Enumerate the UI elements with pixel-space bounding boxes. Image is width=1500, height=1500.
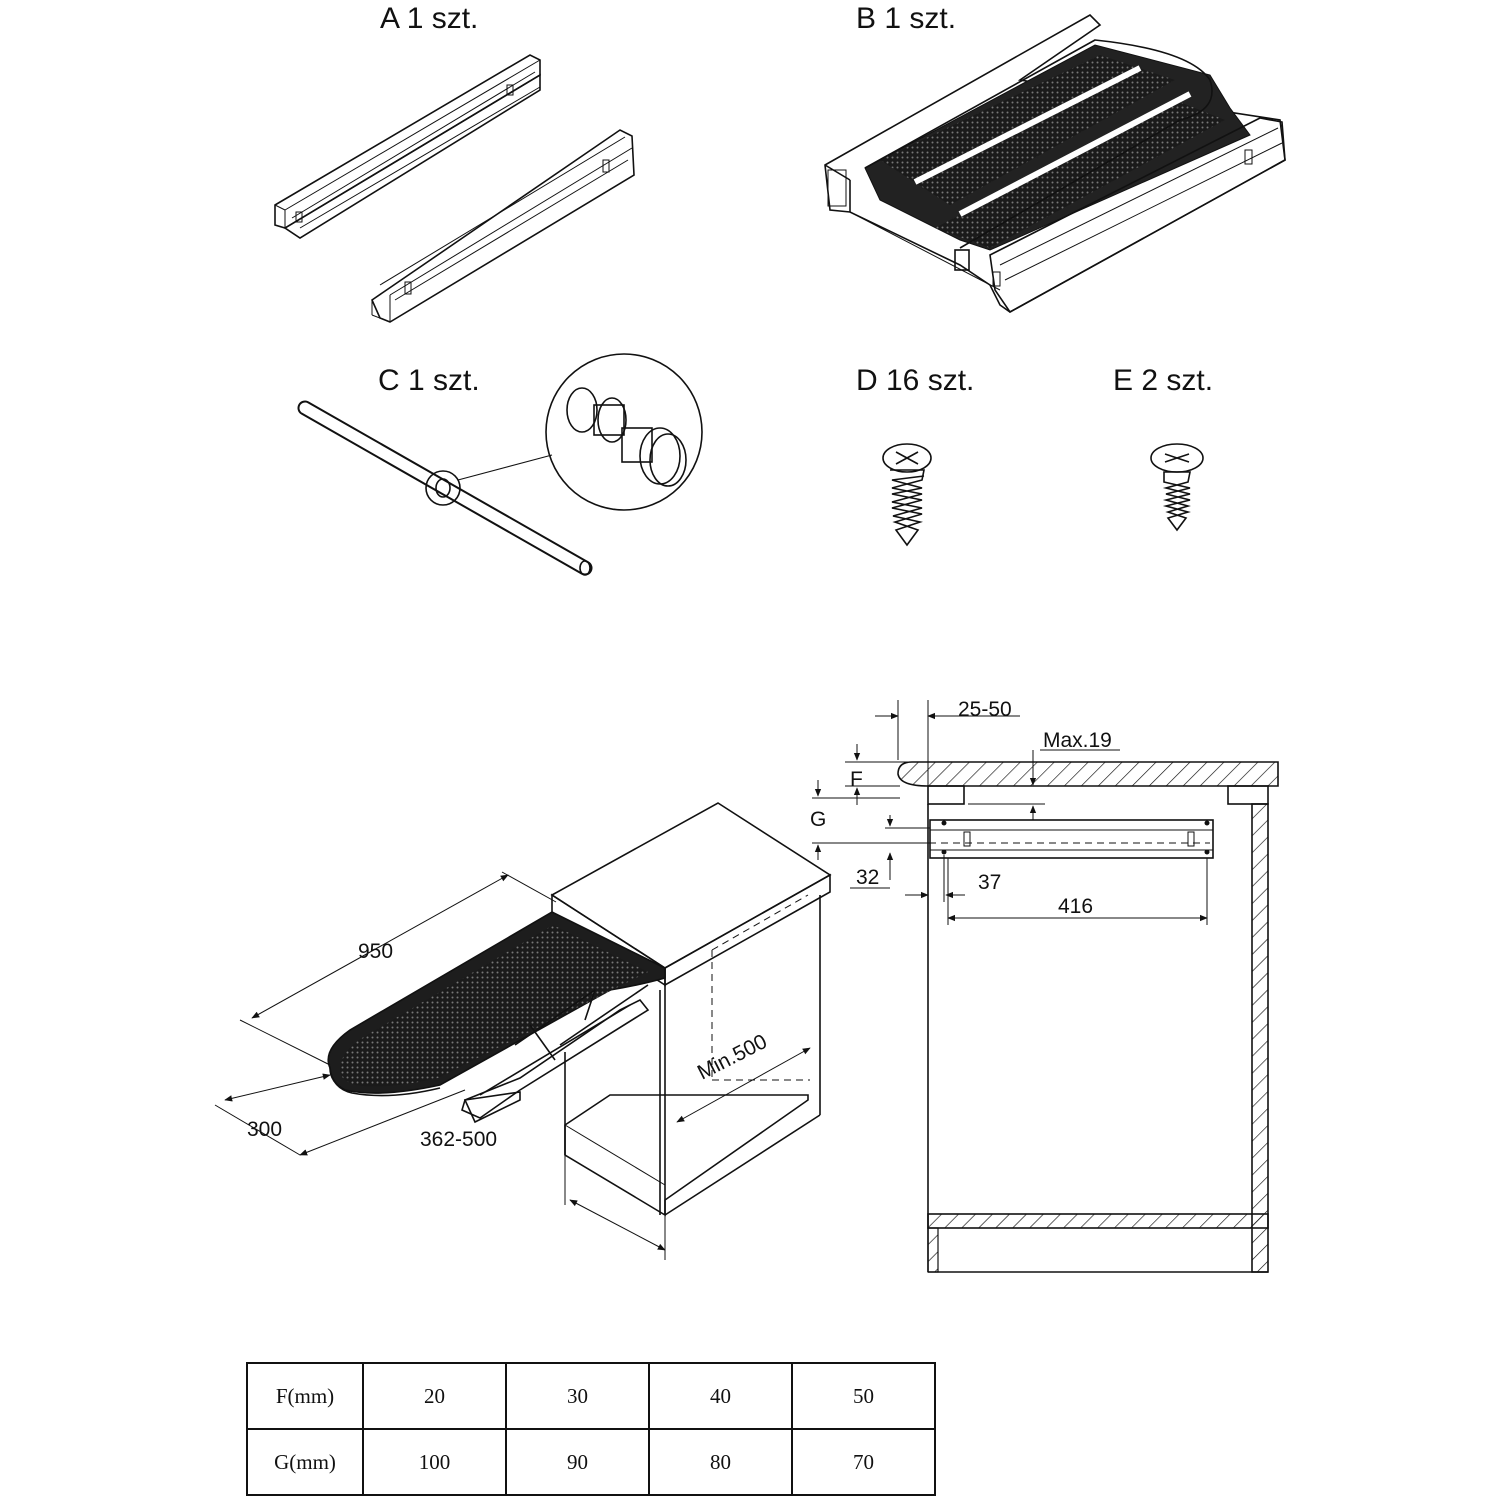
dim-front-offset-label: 25-50: [958, 698, 1012, 721]
rail-lower: [370, 129, 635, 323]
part-d-screw: [882, 443, 932, 547]
row-header-f: F(mm): [246, 1362, 364, 1430]
table-cell: 90: [505, 1428, 650, 1496]
row-header-g: G(mm): [246, 1428, 364, 1496]
dim-length-label: 950: [358, 940, 393, 963]
table-row: F(mm) 20 30 40 50: [246, 1362, 936, 1430]
dim-max-thickness-label: Max.19: [1043, 729, 1112, 752]
table-cell: 70: [791, 1428, 936, 1496]
right-wall-section: [1251, 803, 1269, 1273]
cabinet-perspective: [214, 802, 832, 1260]
part-b-label: B 1 szt.: [856, 2, 956, 35]
rail-upper: [274, 54, 541, 239]
dim-rail-length-label: 416: [1058, 895, 1093, 918]
dim-width-label: 300: [247, 1118, 282, 1141]
dim-f-label: F: [850, 768, 863, 791]
part-c-rod: [297, 353, 703, 576]
part-c-label: C 1 szt.: [378, 364, 480, 397]
mounted-rail: [929, 819, 1214, 859]
table-cell: 40: [648, 1362, 793, 1430]
countertop-section: [897, 761, 1279, 787]
part-d-label: D 16 szt.: [856, 364, 974, 397]
part-a-label: A 1 szt.: [380, 2, 478, 35]
dim-rail-offset-label: 37: [978, 871, 1001, 894]
dim-rail-height-label: 32: [856, 866, 879, 889]
table-row: G(mm) 100 90 80 70: [246, 1428, 936, 1496]
table-cell: 50: [791, 1362, 936, 1430]
table-cell: 20: [362, 1362, 507, 1430]
part-a-rails: [274, 54, 635, 323]
spec-table: F(mm) 20 30 40 50 G(mm) 100 90 80 70: [246, 1362, 936, 1496]
part-b-ironing-board: [824, 14, 1286, 314]
part-e-screw: [1150, 443, 1204, 532]
dim-drawer-range-label: 362-500: [420, 1128, 497, 1151]
bottom-shelf-section: [927, 1213, 1269, 1229]
table-cell: 80: [648, 1428, 793, 1496]
cabinet-section: [812, 700, 1279, 1273]
part-e-label: E 2 szt.: [1113, 364, 1213, 397]
table-cell: 100: [362, 1428, 507, 1496]
table-cell: 30: [505, 1362, 650, 1430]
dim-g-label: G: [810, 808, 826, 831]
